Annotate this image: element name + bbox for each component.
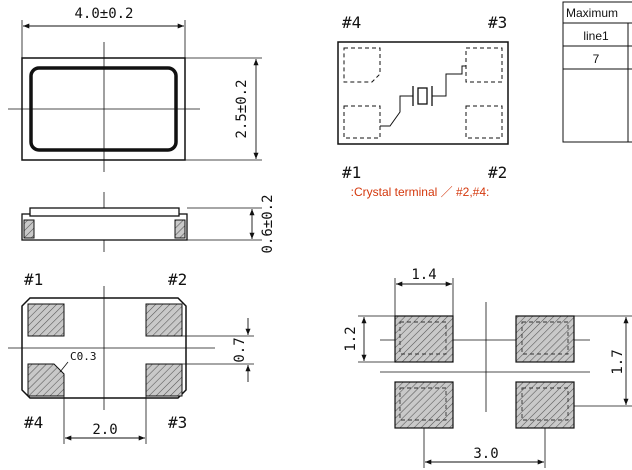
land-pattern-view: 1.4 1.2 1.7 3.0 [343, 267, 632, 468]
land-span-dimension: 1.7 [610, 349, 626, 374]
crystal-terminal-note: :Crystal terminal ／ #2,#4: [351, 185, 490, 199]
internal-pin-2-label: #2 [488, 163, 507, 182]
table-row-1: line1 [583, 29, 609, 43]
land-width-dimension: 1.4 [411, 267, 436, 283]
bottom-pin-4-label: #4 [24, 413, 43, 432]
internal-pin-4-label: #4 [342, 13, 361, 32]
internal-view: #4 #3 #1 #2 :Crystal terminal ／ #2,#4: [337, 13, 509, 199]
internal-pin-3-label: #3 [488, 13, 507, 32]
table-row-2: 7 [593, 52, 600, 66]
bottom-pin-1-label: #1 [24, 270, 43, 289]
land-pitch-dimension: 3.0 [473, 446, 498, 462]
land-height-dimension: 1.2 [343, 326, 359, 351]
width-dimension: 4.0±0.2 [74, 6, 133, 22]
thickness-dimension: 0.6±0.2 [260, 194, 276, 253]
bottom-pin-3-label: #3 [168, 413, 187, 432]
bottom-pin-2-label: #2 [168, 270, 187, 289]
internal-pin-1-label: #1 [342, 163, 361, 182]
top-view: 4.0±0.2 2.5±0.2 [8, 6, 262, 172]
pad-pitch-dimension: 2.0 [92, 422, 117, 438]
spec-table: Maximum line1 7 [562, 1, 632, 143]
bottom-view: #1 #2 #4 #3 C0.3 0.7 2.0 [8, 270, 254, 444]
height-dimension: 2.5±0.2 [234, 79, 250, 138]
side-view: 0.6±0.2 [21, 192, 276, 254]
pad-gap-dimension: 0.7 [232, 337, 248, 362]
table-header: Maximum [566, 6, 618, 20]
chamfer-label: C0.3 [70, 350, 97, 363]
